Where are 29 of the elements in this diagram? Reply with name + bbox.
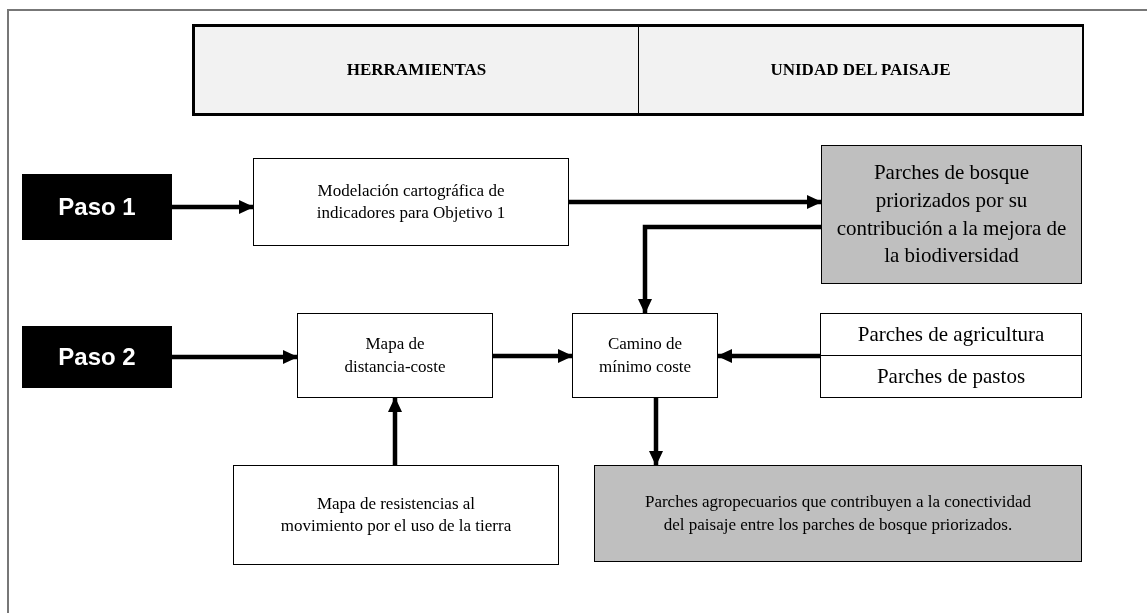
column-heading: UNIDAD DEL PAISAJE (770, 60, 951, 80)
step-label (22, 174, 172, 240)
box-text: Mapa de resistencias al movimiento por el uso de la tierra (279, 492, 513, 537)
arrow (172, 200, 254, 214)
process-box (594, 465, 1082, 562)
box-text: Parches agropecuarios que contribuyen a la conectividad del paisaje entre los parches de bosque priorizados. (643, 491, 1033, 536)
box-text: Parches de agricultura (857, 320, 1045, 348)
process-box (253, 158, 569, 246)
box-text: Mapa de distancia-coste (343, 333, 447, 378)
box-text: Modelación cartográfica de indicadores para Objetivo 1 (315, 179, 507, 224)
step-label (22, 326, 172, 388)
process-box (572, 313, 718, 398)
box-text: Paso 2 (58, 342, 136, 373)
arrow (649, 398, 663, 466)
process-box (233, 465, 559, 565)
box-text: Parches de pastos (876, 362, 1026, 390)
arrow (717, 349, 820, 363)
grouped-box (820, 313, 1082, 398)
arrow (388, 397, 402, 465)
box-text: Parches de bosque priorizados por su contribución a la mejora de la biodiversidad (836, 159, 1067, 270)
arrow (569, 195, 822, 209)
box-text: Paso 1 (58, 192, 136, 223)
box-text: Camino de mínimo coste (597, 333, 693, 378)
arrow (493, 349, 573, 363)
process-box (821, 145, 1082, 284)
column-heading: HERRAMIENTAS (346, 60, 487, 80)
arrow (638, 224, 821, 314)
arrow (172, 350, 298, 364)
process-box (297, 313, 493, 398)
